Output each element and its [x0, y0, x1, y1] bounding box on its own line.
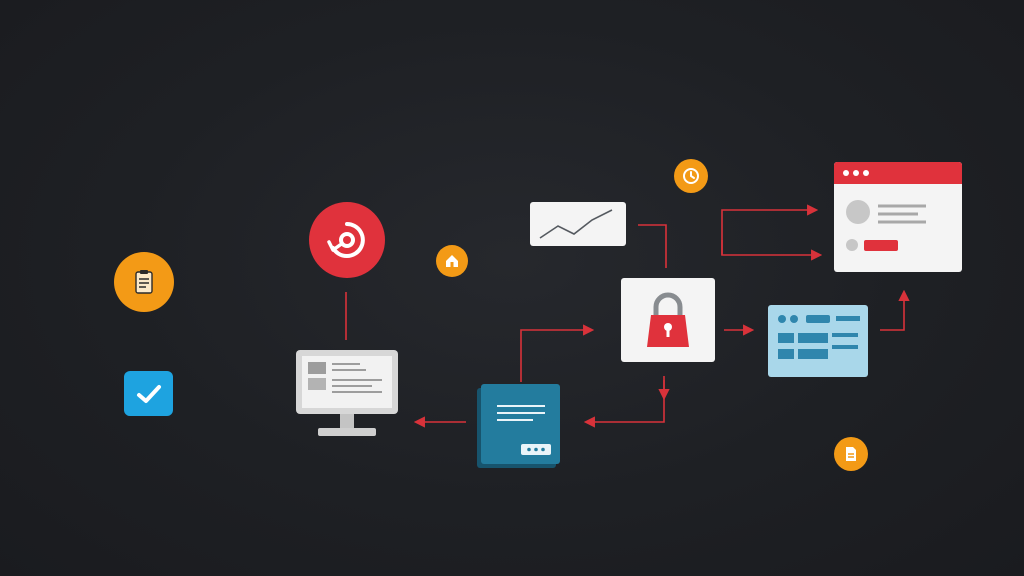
monitor-icon: [296, 350, 398, 436]
file-icon: [846, 447, 856, 461]
clock-badge[interactable]: [674, 159, 708, 193]
line-chart-icon: [539, 209, 613, 239]
sync-badge[interactable]: [309, 202, 385, 278]
browser-window-icon: [834, 162, 962, 251]
document-icon: [497, 405, 551, 455]
dashboard-panel[interactable]: [768, 305, 868, 377]
monitor[interactable]: [296, 350, 398, 438]
connector-to-browser-bottom: [721, 240, 823, 261]
clipboard-badge[interactable]: [114, 252, 174, 312]
clipboard-icon: [135, 270, 153, 294]
connector-chart-to-lock: [638, 224, 667, 268]
connector-dashboard-to-browser: [880, 289, 910, 331]
home-icon: [446, 255, 458, 267]
checkbox-badge[interactable]: [124, 371, 173, 416]
connector-lock-to-document: [583, 376, 665, 428]
dashboard-icon: [778, 315, 860, 359]
clock-icon: [683, 168, 699, 184]
home-badge[interactable]: [436, 245, 468, 277]
browser-window[interactable]: [834, 162, 962, 272]
lock-card[interactable]: [621, 278, 715, 362]
checkmark-icon: [136, 384, 161, 403]
connector-to-browser-top: [721, 204, 819, 255]
document-card[interactable]: [481, 384, 560, 464]
sync-icon: [327, 222, 365, 258]
connector-document-to-lock: [520, 324, 595, 382]
file-badge[interactable]: [834, 437, 868, 471]
chart-card[interactable]: [530, 202, 626, 246]
padlock-icon: [647, 292, 689, 347]
